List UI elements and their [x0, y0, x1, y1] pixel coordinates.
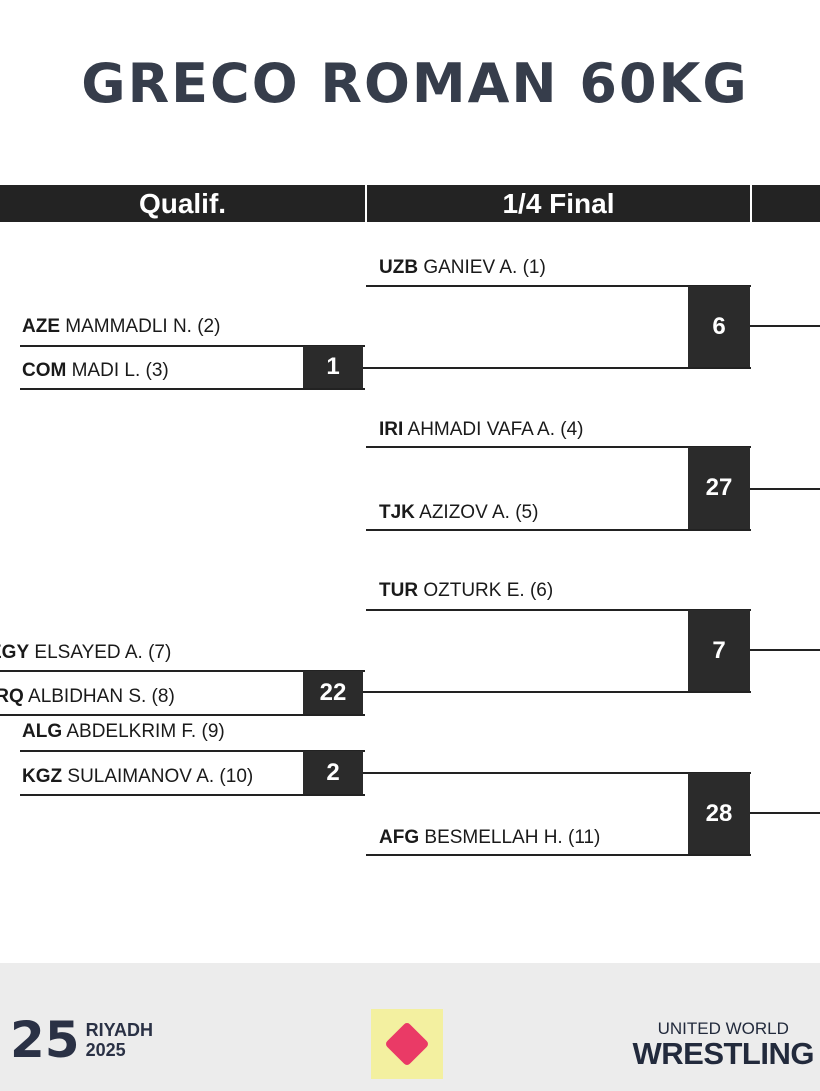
round-header-quarter-final: 1/4 Final: [367, 185, 750, 222]
match-score: 2: [303, 751, 363, 794]
bracket-line: [0, 670, 365, 672]
athlete: IRQ ALBIDHAN S. (8): [0, 686, 175, 707]
bracket-line: [366, 285, 751, 287]
athlete: TJK AZIZOV A. (5): [379, 502, 539, 523]
bracket-line: [366, 609, 751, 611]
united-world-wrestling-logo: UNITED WORLD WRESTLING: [633, 1019, 815, 1069]
match-score: 7: [688, 610, 750, 691]
athlete: KGZ SULAIMANOV A. (10): [22, 766, 254, 787]
bracket-line: [750, 488, 820, 490]
bracket-line: [750, 649, 820, 651]
round-header-qualif: Qualif.: [0, 185, 365, 222]
bracket-line: [366, 854, 751, 856]
bracket-line: [750, 812, 820, 814]
logo-line-2: WRESTLING: [632, 1036, 815, 1071]
match-score: 1: [303, 346, 363, 388]
match-score: 28: [688, 773, 750, 854]
logo-number: 25: [10, 1011, 80, 1069]
bracket-line: [20, 388, 365, 390]
match-score: 22: [303, 671, 363, 714]
logo-city: RIYADH: [85, 1020, 153, 1040]
bracket-line: [366, 529, 751, 531]
bracket-line: [363, 367, 751, 369]
logo-line-1: UNITED WORLD: [657, 1019, 789, 1038]
games-emblem-logo: [371, 1009, 443, 1079]
match-score: 6: [688, 286, 750, 367]
athlete: AFG BESMELLAH H. (11): [379, 827, 601, 848]
athlete: TUR OZTURK E. (6): [379, 580, 554, 601]
bracket-line: [20, 345, 365, 347]
athlete: EGY ELSAYED A. (7): [0, 642, 172, 663]
logo-year: 2025: [85, 1040, 126, 1060]
round-header-next: [752, 185, 820, 222]
bracket-line: [0, 714, 365, 716]
riyadh-2025-logo: 25 RIYADH 2025: [10, 1011, 153, 1069]
athlete: COM MADI L. (3): [22, 360, 169, 381]
athlete: UZB GANIEV A. (1): [379, 257, 546, 278]
footer: 25 RIYADH 2025 UNITED WORLD WRESTLING: [0, 963, 820, 1091]
bracket-line: [363, 772, 751, 774]
bracket-line: [750, 325, 820, 327]
page-title: GRECO ROMAN 60KG: [81, 52, 749, 115]
bracket-line: [363, 691, 751, 693]
athlete: ALG ABDELKRIM F. (9): [22, 721, 225, 742]
athlete: AZE MAMMADLI N. (2): [22, 316, 221, 337]
bracket-line: [20, 794, 365, 796]
bracket-line: [20, 750, 365, 752]
bracket-line: [366, 446, 751, 448]
match-score: 27: [688, 447, 750, 529]
athlete: IRI AHMADI VAFA A. (4): [379, 419, 584, 440]
